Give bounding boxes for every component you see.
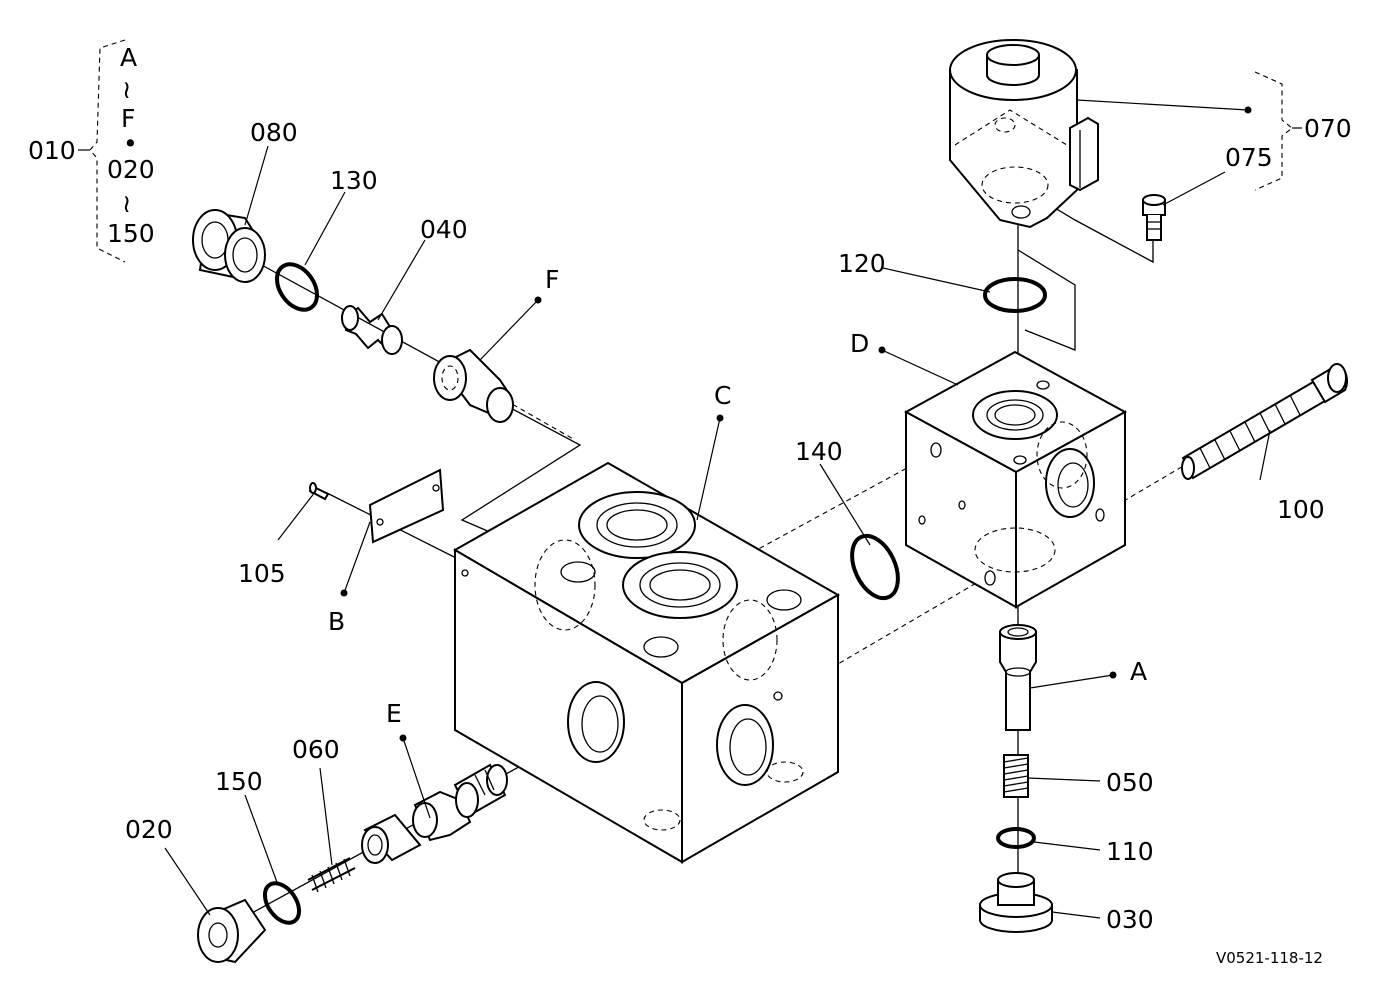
o-ring-140 [850, 533, 900, 601]
label-075: 075 [1225, 143, 1273, 172]
bracket-second-start: 020 [107, 155, 155, 184]
solenoid-coil [949, 39, 1099, 229]
plug-080 [192, 209, 266, 283]
o-ring-130 [275, 262, 319, 312]
bracket-tilde-1: ≀ [122, 75, 131, 104]
drawing-code: V0521-118-12 [1216, 949, 1323, 967]
poppet-a [999, 624, 1037, 731]
label-080: 080 [250, 118, 298, 147]
label-060: 060 [292, 735, 340, 764]
group-bracket-070 [1254, 71, 1302, 191]
label-140: 140 [795, 437, 843, 466]
spring-040 [341, 305, 403, 355]
label-130: 130 [330, 166, 378, 195]
cap-bolt-100 [1181, 363, 1349, 480]
plug-020 [197, 898, 267, 964]
label-105: 105 [238, 559, 286, 588]
label-a: A [1130, 657, 1147, 686]
o-ring-120 [983, 277, 1047, 313]
valve-body-c [452, 461, 841, 864]
valve-block-d [903, 350, 1128, 609]
bracket-tilde-2: ≀ [122, 189, 131, 218]
group-bracket-010 [78, 39, 126, 263]
label-f: F [545, 265, 559, 294]
label-100: 100 [1277, 495, 1325, 524]
label-030: 030 [1106, 905, 1154, 934]
label-010: 010 [28, 136, 76, 165]
o-ring-110 [996, 827, 1036, 849]
spool-e [361, 763, 508, 864]
label-c: C [714, 381, 731, 410]
o-ring-150 [262, 881, 302, 925]
label-040: 040 [420, 215, 468, 244]
label-150: 150 [215, 767, 263, 796]
plug-030 [979, 872, 1053, 933]
label-070: 070 [1304, 114, 1352, 143]
bracket-range-end: F [121, 104, 135, 133]
bracket-separator-dot: • [123, 129, 138, 158]
name-plate-b [368, 468, 445, 544]
bracket-range-start: A [120, 43, 137, 72]
label-e: E [386, 699, 402, 728]
spring-050 [1003, 754, 1029, 798]
label-020: 020 [125, 815, 173, 844]
pin-105 [308, 482, 330, 501]
label-110: 110 [1106, 837, 1154, 866]
label-b: B [328, 607, 345, 636]
label-120: 120 [838, 249, 886, 278]
bracket-second-end: 150 [107, 219, 155, 248]
cap-screw-075 [1142, 194, 1166, 241]
label-050: 050 [1106, 768, 1154, 797]
spring-060 [307, 857, 356, 893]
poppet-f [433, 348, 514, 423]
label-d: D [850, 329, 869, 358]
callout-leaders [164, 99, 1271, 919]
